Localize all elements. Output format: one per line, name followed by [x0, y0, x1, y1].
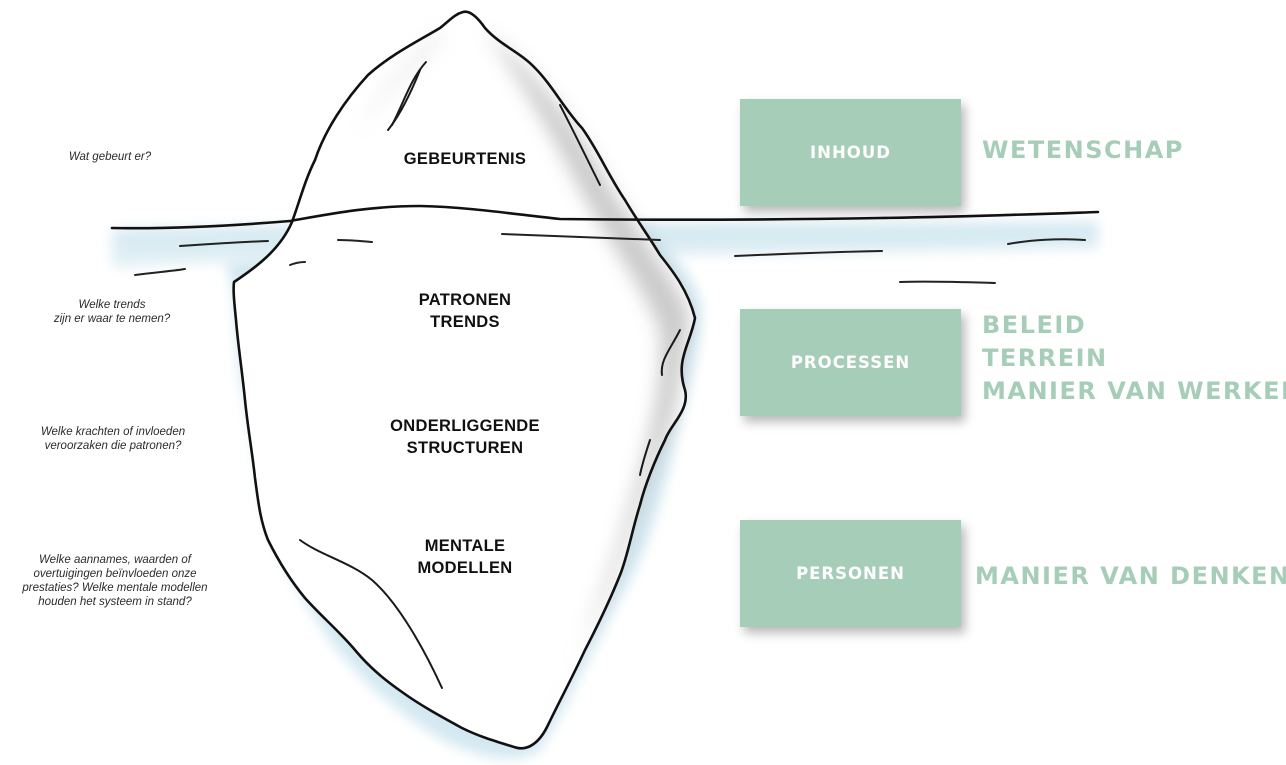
water-line	[110, 204, 1100, 230]
box-processes-label: PROCESSEN	[790, 353, 911, 372]
question-mental-models-line-3: prestaties? Welke mentale modellen	[22, 582, 208, 594]
level-patterns-line-1: PATRONEN	[418, 291, 512, 309]
question-structures: Welke krachten of invloeden veroorzaken …	[8, 425, 218, 453]
question-patterns: Welke trends zijn er waar te nemen?	[12, 298, 212, 326]
question-mental-models: Welke aannames, waarden of overtuigingen…	[0, 553, 230, 609]
question-mental-models-line-1: Welke aannames, waarden of	[39, 554, 191, 566]
iceberg-body	[233, 11, 695, 749]
question-events: Wat gebeurt er?	[20, 150, 200, 164]
tag-processes-line-3: MANIER VAN WERKEN	[982, 377, 1286, 405]
level-structures-line-2: STRUCTUREN	[406, 439, 524, 457]
level-structures-line-1: ONDERLIGGENDE	[390, 417, 540, 435]
question-mental-models-line-4: houden het systeem in stand?	[38, 596, 192, 608]
tag-content-line: WETENSCHAP	[982, 136, 1184, 164]
tag-people-line: MANIER VAN DENKEN	[975, 562, 1286, 590]
iceberg-creases	[299, 61, 681, 689]
iceberg-shading-left	[360, 30, 440, 130]
box-content-label: INHOUD	[810, 143, 891, 162]
level-structures: ONDERLIGGENDE STRUCTUREN	[360, 415, 570, 459]
level-patterns-line-2: TRENDS	[430, 313, 500, 331]
question-patterns-line-1: Welke trends	[78, 299, 146, 311]
tag-content: WETENSCHAP	[982, 134, 1184, 167]
box-content: INHOUD	[740, 99, 961, 206]
wave-strokes	[134, 233, 1086, 284]
question-events-line: Wat gebeurt er?	[68, 151, 152, 163]
tag-processes: BELEID TERREIN MANIER VAN WERKEN	[982, 309, 1286, 408]
box-people-label: PERSONEN	[796, 564, 905, 583]
iceberg-outline	[232, 10, 697, 750]
question-structures-line-1: Welke krachten of invloeden	[40, 426, 186, 438]
level-events-line: GEBEURTENIS	[403, 150, 527, 168]
question-patterns-line-2: zijn er waar te nemen?	[53, 313, 171, 325]
level-events: GEBEURTENIS	[370, 148, 560, 170]
tag-processes-line-2: TERREIN	[982, 344, 1108, 372]
iceberg-shading	[485, 30, 690, 735]
level-patterns: PATRONEN TRENDS	[370, 289, 560, 333]
level-mental-models-line-2: MODELLEN	[417, 559, 513, 577]
box-people: PERSONEN	[740, 520, 961, 627]
tag-processes-line-1: BELEID	[982, 311, 1087, 339]
question-structures-line-2: veroorzaken die patronen?	[44, 440, 182, 452]
level-mental-models-line-1: MENTALE	[424, 537, 506, 555]
question-mental-models-line-2: overtuigingen beïnvloeden onze	[33, 568, 197, 580]
tag-people: MANIER VAN DENKEN	[975, 560, 1286, 593]
box-processes: PROCESSEN	[740, 309, 961, 416]
level-mental-models: MENTALE MODELLEN	[370, 535, 560, 579]
